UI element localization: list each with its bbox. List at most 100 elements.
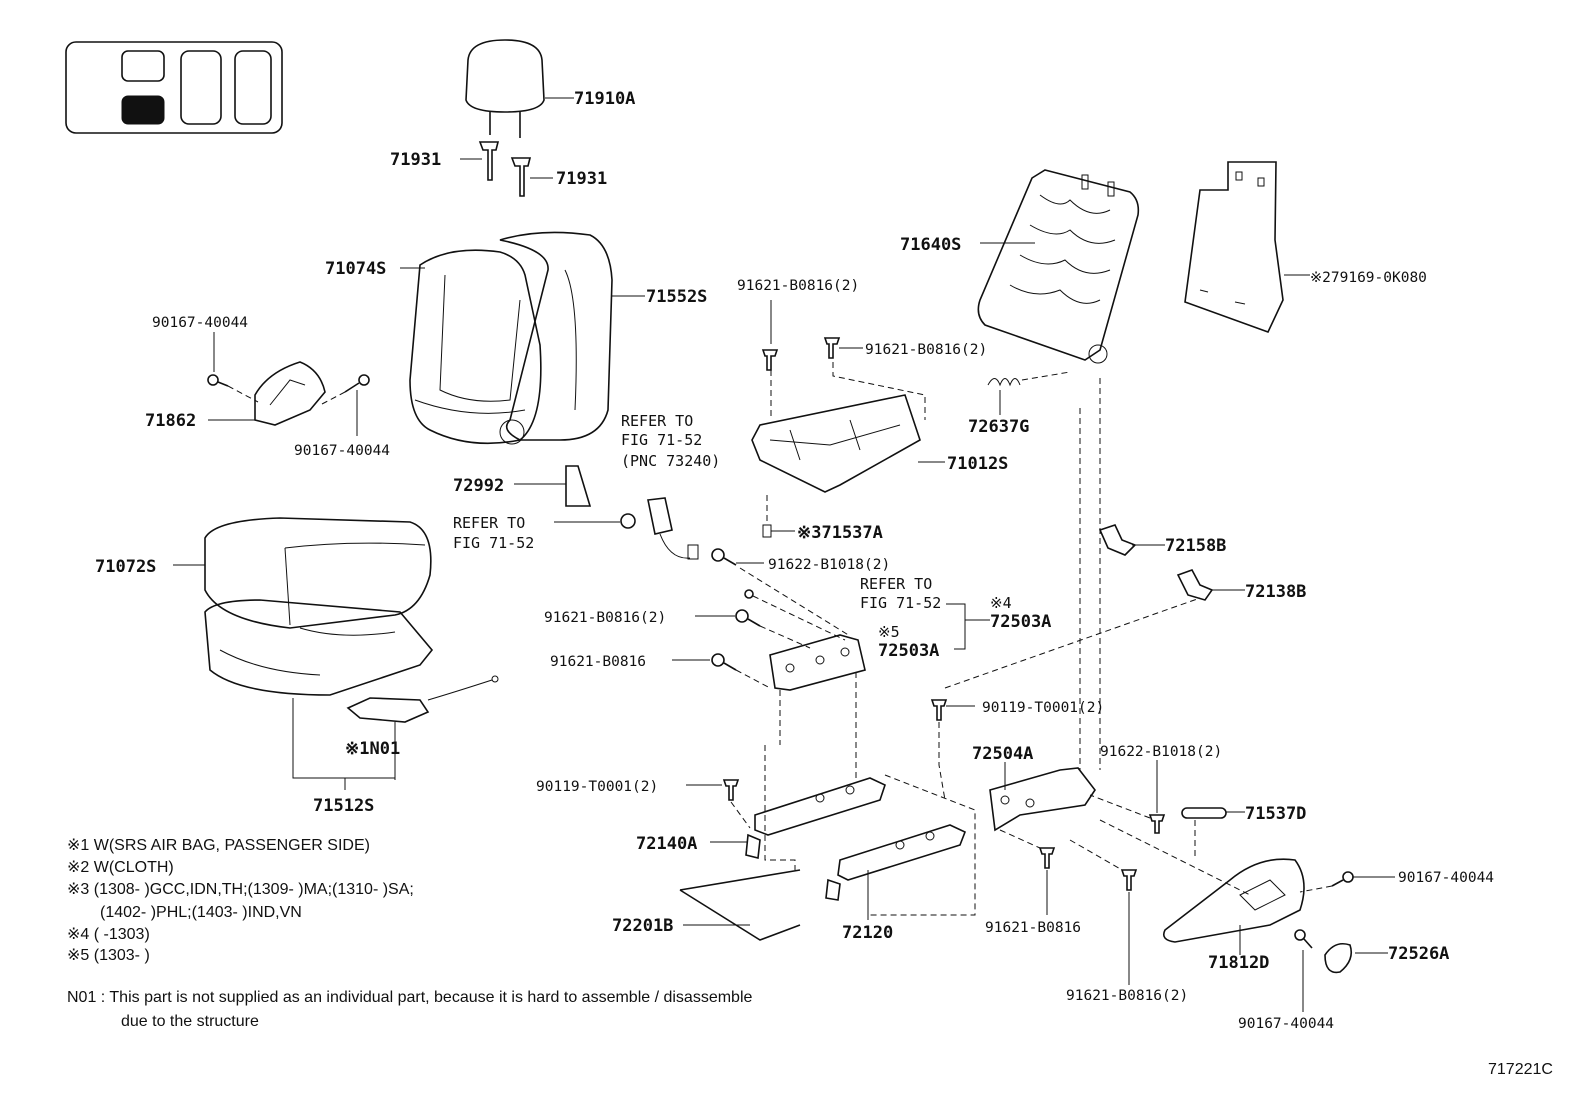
bolt-91621-upper-right — [823, 337, 926, 420]
label-71812D: 71812D — [1208, 953, 1269, 973]
label-91621-c: 91621-B0816(2) — [544, 610, 666, 626]
cushion-assy-bracket — [292, 698, 395, 790]
note-4: ※4 ( -1303) — [67, 926, 150, 943]
headrest-guide-right — [510, 157, 553, 197]
bolt-91622-upper — [711, 548, 851, 637]
svg-text:FIG 71-52: FIG 71-52 — [453, 534, 534, 552]
bolt-91621-lower-right — [1069, 839, 1138, 985]
label-72138B: 72138B — [1245, 582, 1306, 602]
label-91621-a: 91621-B0816(2) — [737, 278, 859, 294]
label-90167-mid: 90167-40044 — [294, 443, 390, 459]
label-91621-b: 91621-B0816(2) — [865, 342, 987, 358]
label-72120: 72120 — [842, 923, 893, 943]
label-90167-bottom: 90167-40044 — [1238, 1016, 1334, 1032]
cushion-frame-shape — [751, 394, 945, 493]
label-71512S: 71512S — [313, 796, 374, 816]
label-71862: 71862 — [145, 411, 196, 431]
svg-text:REFER TO: REFER TO — [860, 575, 932, 593]
label-90167-top: 90167-40044 — [152, 315, 248, 331]
washer-small — [744, 589, 846, 641]
seatback-pad-shape — [499, 231, 645, 445]
seat-cushion-cover-shape — [173, 517, 432, 629]
label-72526A: 72526A — [1388, 944, 1449, 964]
screw-90167-left — [207, 332, 259, 403]
label-71931-right: 71931 — [556, 169, 607, 189]
tag-71537A — [762, 495, 795, 538]
bolt-90119-lower — [686, 779, 751, 829]
label-72504A: 72504A — [972, 744, 1033, 764]
label-90167-right: 90167-40044 — [1398, 870, 1494, 886]
label-91622-b: 91622-B1018(2) — [1100, 744, 1222, 760]
label-72201B: 72201B — [612, 916, 673, 936]
refer-callout-3[interactable]: REFER TO FIG 71-52 — [860, 575, 941, 612]
svg-text:FIG 71-52: FIG 71-52 — [860, 594, 941, 612]
note-n01-line1: N01 : This part is not supplied as an in… — [67, 989, 753, 1006]
seat-position-index-icon — [65, 41, 283, 134]
note-3b: (1402- )PHL;(1403- )IND,VN — [100, 904, 302, 921]
bezel-72992-shape — [514, 465, 592, 507]
seat-adjuster-72503a-shape — [769, 603, 990, 780]
note-5: ※5 (1303- ) — [67, 947, 150, 964]
label-90119-a: 90119-T0001(2) — [982, 700, 1104, 716]
label-71012S: 71012S — [947, 454, 1008, 474]
label-71910A: 71910A — [574, 89, 635, 109]
footnotes: ※1 W(SRS AIR BAG, PASSENGER SIDE) ※2 W(C… — [67, 837, 753, 1030]
label-N01: ※1N01 — [345, 739, 400, 759]
pipe-71537d-shape — [1181, 807, 1245, 860]
bolt-91621-low — [672, 653, 771, 689]
refer-callout-2[interactable]: REFER TO FIG 71-52 — [453, 514, 534, 552]
svg-text:REFER TO: REFER TO — [621, 412, 693, 430]
seat-cushion-pad-shape — [204, 599, 434, 696]
lever-71812d-shape — [1099, 819, 1305, 955]
note-1: ※1 W(SRS AIR BAG, PASSENGER SIDE) — [67, 837, 370, 854]
cover-72138b-shape — [1176, 569, 1245, 601]
label-71552S: 71552S — [646, 287, 707, 307]
screw-90167-bottom — [1294, 929, 1313, 1012]
label-71074S: 71074S — [325, 259, 386, 279]
label-71537A: ※371537A — [797, 523, 883, 543]
bolt-90119-upper — [930, 597, 1201, 801]
svg-text:(PNC 73240): (PNC 73240) — [621, 452, 720, 470]
label-71931-left: 71931 — [390, 150, 441, 170]
occupant-sensor-mat-shape — [346, 675, 499, 780]
seatback-cover-shape — [400, 249, 542, 445]
seat-track-72120-shape — [825, 774, 976, 920]
headrest-shape — [465, 39, 574, 138]
label-79169: ※279169-0K080 — [1310, 270, 1427, 286]
label-71072S: 71072S — [95, 557, 156, 577]
mark-4: ※4 — [990, 594, 1012, 612]
note-3a: ※3 (1308- )GCC,IDN,TH;(1309- )MA;(1310- … — [67, 881, 414, 898]
label-72140A: 72140A — [636, 834, 697, 854]
bolt-91621-upper-left — [761, 300, 779, 420]
label-72637G: 72637G — [968, 417, 1029, 437]
label-72503A-5: 72503A — [878, 641, 939, 661]
label-71537D: 71537D — [1245, 804, 1306, 824]
seat-side-cover-shape — [208, 361, 326, 426]
label-91621-f: 91621-B0816(2) — [1066, 988, 1188, 1004]
seat-track-72140a-shape — [710, 745, 886, 870]
spring-72637g-shape — [987, 371, 1071, 415]
label-71640S: 71640S — [900, 235, 961, 255]
cover-72158b-shape — [1098, 524, 1165, 556]
recliner-72504a-shape — [989, 378, 1101, 832]
screw-90167-mid — [321, 374, 370, 436]
bolt-91621-mid — [695, 609, 811, 649]
wire-72201b-shape — [679, 869, 801, 941]
label-72158B: 72158B — [1165, 536, 1226, 556]
bolt-91622-lower — [1089, 760, 1166, 834]
svg-text:REFER TO: REFER TO — [453, 514, 525, 532]
cover-72526a-shape — [1324, 942, 1388, 974]
refer-callout-1[interactable]: REFER TO FIG 71-52 (PNC 73240) — [621, 412, 720, 470]
note-2: ※2 W(CLOTH) — [67, 859, 174, 876]
label-72992: 72992 — [453, 476, 504, 496]
screw-90167-right — [1299, 871, 1395, 893]
seat-belt-buckle-shape — [554, 497, 699, 560]
headrest-guide-left — [460, 141, 500, 181]
bolt-91621-lower-center — [999, 829, 1056, 915]
seatback-board-shape — [1184, 161, 1310, 334]
mark-5: ※5 — [878, 623, 900, 641]
diagram-code: 717221C — [1488, 1061, 1553, 1078]
seatback-frame-shape — [977, 169, 1140, 364]
label-90119-b: 90119-T0001(2) — [536, 779, 658, 795]
